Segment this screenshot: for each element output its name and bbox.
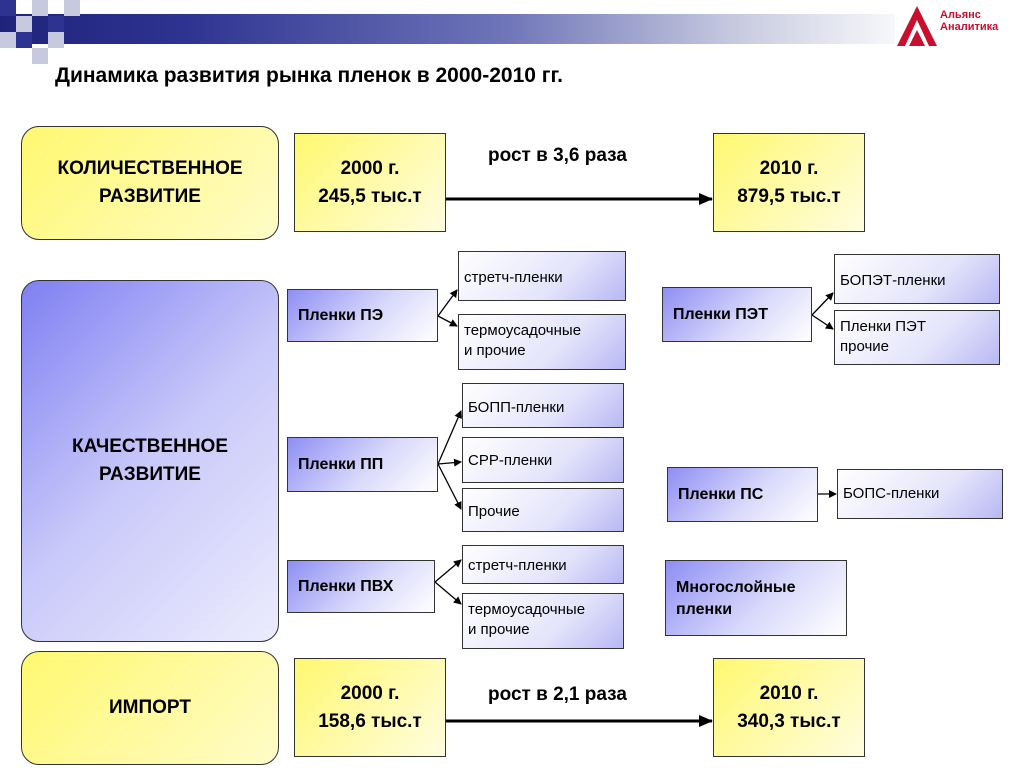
import-label: ИМПОРТ bbox=[21, 651, 279, 765]
pp-cpp-films: СРР-пленки bbox=[462, 437, 624, 483]
pet-other-films: Пленки ПЭТ прочие bbox=[834, 310, 1000, 365]
pp-other-films: Прочие bbox=[462, 488, 624, 532]
ps-films-box: Пленки ПС bbox=[667, 467, 818, 522]
ps-bops-films: БОПС-пленки bbox=[837, 469, 1003, 519]
logo-line1: Альянс bbox=[940, 9, 981, 21]
qualitative-development-label: КАЧЕСТВЕННОЕ РАЗВИТИЕ bbox=[21, 280, 279, 642]
header-square bbox=[0, 32, 16, 48]
arrow-pp-cpp bbox=[437, 458, 462, 467]
import-2010-box: 2010 г. 340,3 тыс.т bbox=[713, 658, 865, 757]
quantitative-2000-box: 2000 г. 245,5 тыс.т bbox=[294, 133, 446, 232]
quantitative-growth-label: рост в 3,6 раза bbox=[488, 145, 627, 166]
page-title: Динамика развития рынка пленок в 2000-20… bbox=[55, 64, 563, 87]
header-square bbox=[0, 0, 16, 16]
arrow-pvc-shrink bbox=[434, 581, 462, 605]
header-gradient-bar bbox=[0, 14, 920, 44]
pvc-stretch-films: стретч-пленки bbox=[462, 545, 624, 584]
logo-line2: Аналитика bbox=[940, 21, 999, 33]
multilayer-films-box: Многослойные пленки bbox=[665, 560, 847, 636]
header-square bbox=[32, 0, 48, 16]
pet-bopet-films: БОПЭТ-пленки bbox=[834, 254, 1000, 304]
pe-stretch-films: стретч-пленки bbox=[458, 251, 626, 301]
pe-films-box: Пленки ПЭ bbox=[287, 289, 438, 342]
pp-bopp-films: БОПП-пленки bbox=[462, 383, 624, 428]
header-square bbox=[48, 32, 64, 48]
arrow-pvc-stretch bbox=[434, 559, 462, 583]
quantitative-2010-box: 2010 г. 879,5 тыс.т bbox=[713, 133, 865, 232]
pvc-shrink-films: термоусадочные и прочие bbox=[462, 593, 624, 649]
pe-shrink-films: термоусадочные и прочие bbox=[458, 314, 626, 370]
import-growth-label: рост в 2,1 раза bbox=[488, 684, 627, 705]
arrow-pet-bopet bbox=[811, 292, 834, 316]
arrow-pp-bopp bbox=[437, 410, 462, 465]
header-square bbox=[48, 16, 64, 32]
header-square bbox=[32, 48, 48, 64]
header-square bbox=[16, 32, 32, 48]
alliance-analytics-logo bbox=[895, 2, 1024, 48]
pp-films-box: Пленки ПП bbox=[287, 437, 438, 492]
arrow-pet-other bbox=[811, 314, 834, 330]
header-square bbox=[16, 16, 32, 32]
pvc-films-box: Пленки ПВХ bbox=[287, 560, 435, 613]
arrow-pe-shrink bbox=[437, 315, 458, 327]
import-2000-box: 2000 г. 158,6 тыс.т bbox=[294, 658, 446, 757]
arrow-pp-other bbox=[437, 463, 462, 510]
pet-films-box: Пленки ПЭТ bbox=[662, 287, 812, 342]
header-square bbox=[64, 0, 80, 16]
arrow-pe-stretch bbox=[437, 289, 458, 317]
quantitative-development-label: КОЛИЧЕСТВЕННОЕ РАЗВИТИЕ bbox=[21, 126, 279, 240]
